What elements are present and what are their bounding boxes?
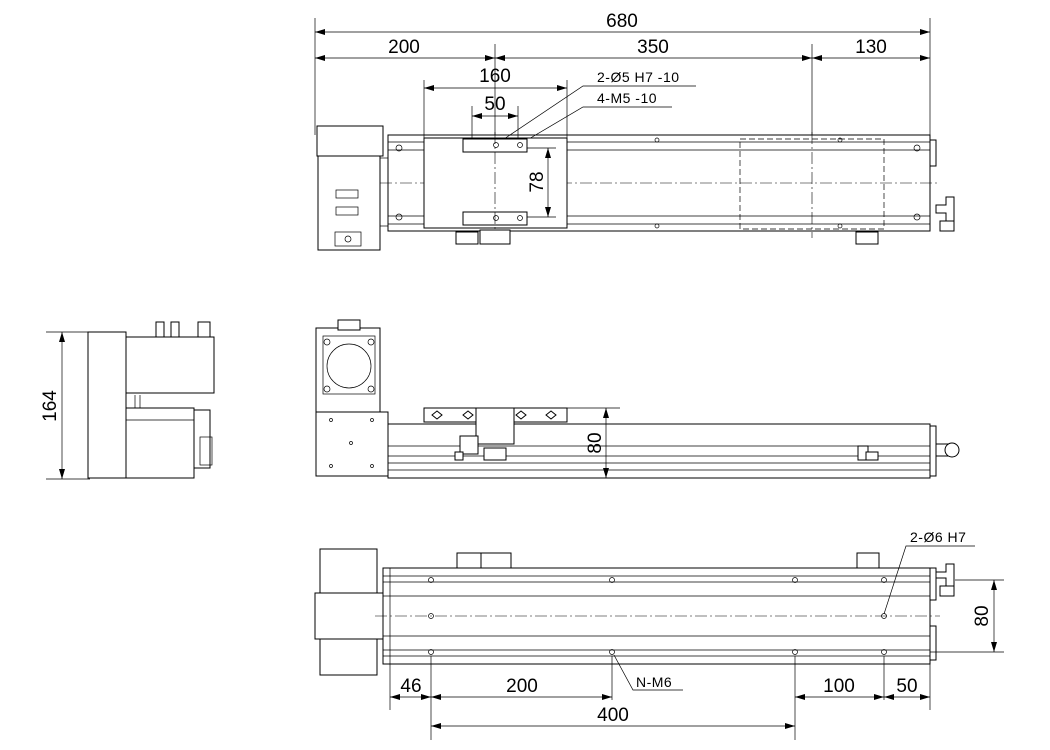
- dim-label-78: 78: [527, 171, 548, 192]
- dimension-chain-top: 200 350 130: [315, 37, 930, 61]
- dimension-pin-spacing: 50: [471, 94, 519, 140]
- note-pins-top: 2-Ø5 H7 -10: [497, 69, 696, 144]
- note-pin-holes: 2-Ø5 H7 -10: [597, 69, 680, 85]
- note-threads-bottom: N-M6: [613, 654, 683, 691]
- dim-label-80-front: 80: [585, 432, 606, 453]
- dim-label-680: 680: [606, 11, 638, 32]
- dim-label-200: 200: [388, 37, 420, 58]
- note-thread-holes-bottom: N-M6: [636, 674, 672, 690]
- bottom-view: 80 2-Ø6 H7 N-M6 46 200 100 50: [314, 529, 1004, 740]
- dim-label-400: 400: [597, 705, 629, 726]
- dim-label-350: 350: [637, 37, 669, 58]
- side-view: 164: [40, 321, 215, 480]
- dimension-overall-length: 680: [315, 11, 930, 35]
- dimension-side-height: 164: [40, 331, 90, 480]
- note-pin-holes-bottom: 2-Ø6 H7: [910, 529, 966, 545]
- dimension-carriage-width: 78: [527, 147, 556, 218]
- dim-label-200-bottom: 200: [506, 676, 538, 697]
- note-thread-holes: 4-M5 -10: [597, 90, 657, 106]
- dim-label-130: 130: [855, 37, 887, 58]
- note-pins-bottom: 2-Ø6 H7: [883, 529, 975, 615]
- dim-label-50-bottom: 50: [896, 676, 917, 697]
- dimension-carriage-length: 160: [423, 66, 568, 138]
- dim-label-164: 164: [40, 390, 61, 422]
- dim-label-160: 160: [479, 66, 511, 87]
- top-view: 680 200 350 130 160 50 2-Ø5 H7 -10: [314, 11, 955, 251]
- dimension-chain-bottom: 46 200 100 50 400: [389, 656, 931, 740]
- dim-label-80-bottom: 80: [972, 605, 993, 626]
- note-threads-top: 4-M5 -10: [521, 90, 672, 144]
- front-view: 80: [315, 319, 960, 479]
- dimension-front-height: 80: [567, 407, 620, 478]
- dimension-bottom-width: 80: [930, 579, 1004, 653]
- dim-label-46: 46: [400, 676, 421, 697]
- dim-label-50: 50: [484, 94, 505, 115]
- dim-label-100: 100: [823, 676, 855, 697]
